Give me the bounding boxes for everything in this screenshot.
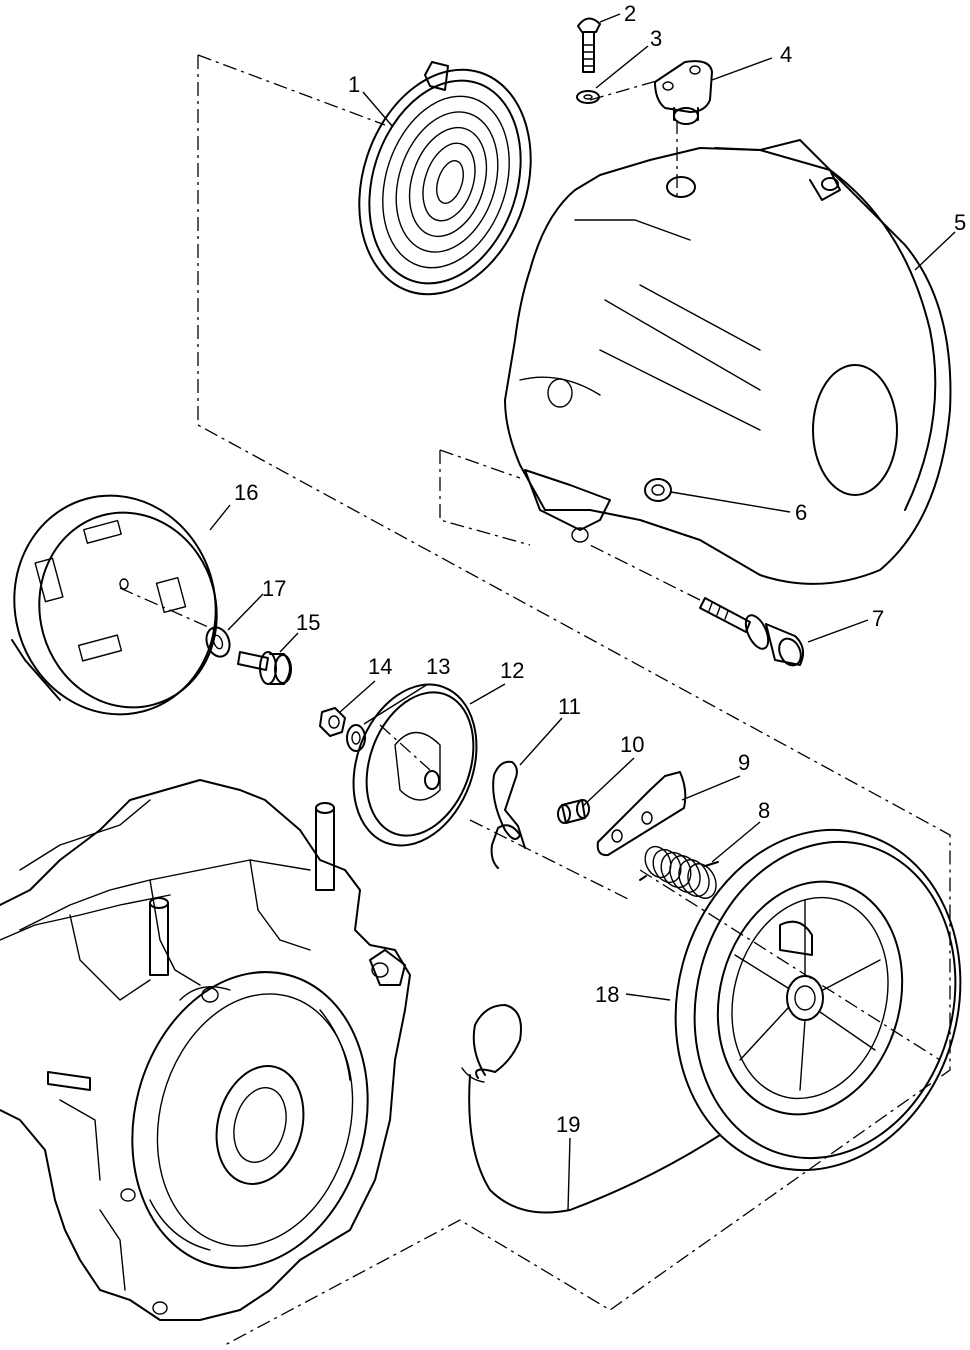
starter-housing (504, 139, 952, 585)
callout-10: 10 (620, 732, 644, 757)
flange-bolt (699, 597, 805, 667)
callout-labels: 1 2 3 4 5 6 7 8 9 10 11 12 13 14 15 16 1… (234, 1, 966, 1137)
hex-nut (319, 707, 346, 737)
callout-4: 4 (780, 42, 792, 67)
callout-6: 6 (795, 500, 807, 525)
rope-guide-bracket (654, 60, 713, 125)
recoil-spring (358, 61, 532, 296)
cup-washer (205, 626, 231, 658)
callout-7: 7 (872, 606, 884, 631)
callout-2: 2 (624, 1, 636, 26)
ratchet-pawl (596, 771, 687, 857)
callout-12: 12 (500, 658, 524, 683)
grommet (644, 478, 672, 502)
leader-lines (209, 13, 956, 1211)
callout-1: 1 (348, 72, 360, 97)
assembly-boundary-lines (119, 54, 951, 1346)
callout-18: 18 (595, 982, 619, 1007)
callout-5: 5 (954, 210, 966, 235)
screw (577, 17, 601, 73)
starter-rope (461, 1004, 721, 1214)
friction-plate-washer (346, 724, 366, 752)
callout-8: 8 (758, 798, 770, 823)
rope-pulley (674, 828, 962, 1172)
engine-crankcase (0, 779, 411, 1321)
callout-15: 15 (296, 610, 320, 635)
coil-spring (639, 845, 719, 899)
pin (557, 799, 590, 824)
friction-plate (352, 683, 478, 847)
return-spring (490, 760, 526, 869)
callout-16: 16 (234, 480, 258, 505)
callout-3: 3 (650, 26, 662, 51)
cup-bolt (237, 651, 292, 685)
callout-11: 11 (558, 694, 581, 719)
callout-14: 14 (368, 654, 392, 679)
callout-17: 17 (262, 576, 286, 601)
callout-19: 19 (556, 1112, 580, 1137)
callout-13: 13 (426, 654, 450, 679)
callout-9: 9 (738, 750, 750, 775)
starter-cup (11, 494, 218, 716)
washer (576, 90, 600, 104)
